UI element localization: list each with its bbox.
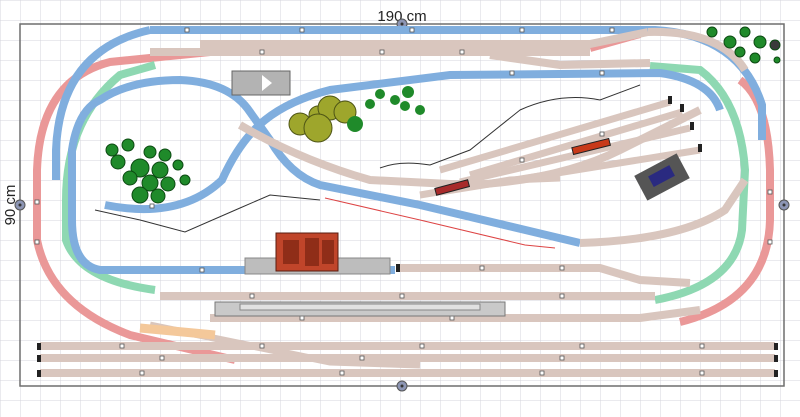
dimension-marker-bottom-icon[interactable] [396,380,408,392]
tree-icon [160,176,176,192]
tree-icon [365,99,375,109]
track-blue-inner-loop[interactable] [68,75,581,274]
track-buffer-icon [774,343,778,350]
terrain-contour-line [94,194,321,233]
track-tan-upper-siding[interactable] [200,28,649,48]
track-orange-connector[interactable] [139,323,216,340]
tree-icon [415,105,425,115]
track-buffer-icon [690,122,694,130]
track-tan-middle-2[interactable] [210,306,701,322]
track-tan-upper-right[interactable] [647,27,749,73]
tree-icon [122,170,138,186]
tree-icon [375,89,385,99]
track-tan-station-main[interactable] [400,264,691,287]
height-dimension-label: 90 cm [2,185,19,226]
tree-icon [141,174,159,192]
tree-icon [121,138,135,152]
tree-icon [150,188,166,204]
tree-icon [734,46,746,58]
dimension-marker-left-icon[interactable] [14,199,26,211]
track-buffer-icon [668,96,672,104]
tree-icon [172,159,184,171]
tree-icon [402,86,414,98]
dimension-marker-right-icon[interactable] [778,199,790,211]
track-tan-yard-siding-1[interactable] [469,108,683,179]
tree-group-left [105,138,191,204]
tree-icon [769,39,781,51]
track-buffer-icon [37,355,41,362]
station-platform-canopy [239,303,481,311]
tree-icon [303,113,333,143]
track-tan-upper-spur[interactable] [489,51,651,70]
track-tan-yard-ladder[interactable] [439,98,671,174]
tree-icon [400,101,410,111]
terrain-contour-line-2 [379,84,641,169]
track-buffer-icon [37,343,41,350]
track-buffer-icons [37,96,778,377]
tree-icon [753,35,767,49]
track-buffer-icon [774,355,778,362]
track-blue-figure-eight[interactable] [104,68,724,214]
track-buffer-icon [698,144,702,152]
tree-icon [347,116,363,132]
tree-group-olive [288,86,425,143]
tree-icon [773,56,781,64]
tree-group-top-right [706,26,781,64]
control-wire-red [324,197,556,249]
tree-icon [739,26,751,38]
track-blue-left-curve[interactable] [52,26,151,180]
tree-icon [390,95,400,105]
tree-icon [151,161,169,179]
tree-icon [131,186,149,204]
tree-icon [749,52,761,64]
track-tan-yard-siding-2[interactable] [459,124,691,186]
tree-icon [179,174,191,186]
track-green-loop-right[interactable] [649,62,750,304]
service-building[interactable] [634,153,690,201]
tree-icon [130,158,150,178]
tree-icon [143,145,157,159]
tree-icon [158,148,172,162]
tree-icon [723,35,737,49]
track-buffer-icon [37,370,41,377]
width-dimension-label: 190 cm [377,8,426,25]
locomotive-icon-2[interactable] [434,179,471,196]
tree-icon [706,26,718,38]
tree-icon [105,143,119,157]
track-buffer-icon [680,104,684,112]
station-building[interactable] [275,232,339,272]
engine-shed-building[interactable] [231,70,291,96]
track-buffer-icon [396,264,400,272]
track-buffer-icon [774,370,778,377]
locomotive-icon[interactable] [571,137,612,156]
tree-icon [110,154,126,170]
track-tan-right-return[interactable] [579,177,749,247]
